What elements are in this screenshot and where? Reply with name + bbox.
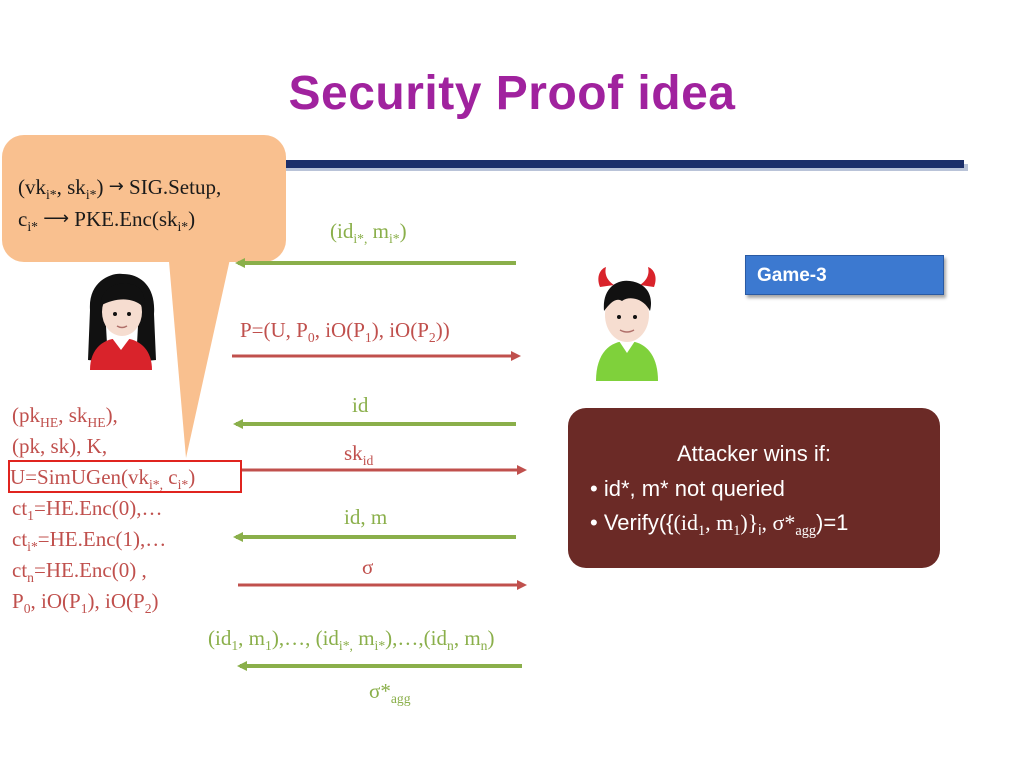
message-label-3: id	[352, 393, 369, 417]
param-line-6: ctn=HE.Enc(0) ,	[12, 558, 147, 585]
attacker-avatar-icon	[596, 267, 658, 381]
message-label-8: σ*agg	[369, 679, 411, 706]
param-line-5: cti*=HE.Enc(1),…	[12, 527, 167, 554]
message-label-5: id, m	[344, 505, 388, 529]
attacker-wins-title: Attacker wins if:	[676, 441, 832, 466]
message-label-1: (idi*, mi*)	[330, 219, 407, 246]
attacker-wins-box: Attacker wins if: • id*, m* not queried …	[568, 408, 940, 568]
condition-not-queried: • id*, m* not queried	[590, 476, 785, 501]
param-line-7: P0, iO(P1), iO(P2)	[12, 589, 159, 616]
setup-parameter-list: (pkHE, skHE), (pk, sk), K, U=SimUGen(vki…	[10, 400, 196, 617]
bubble-text: (vki*, ski*) → SIG.Setup, ci* ⟶ PKE.Enc(…	[18, 172, 221, 236]
message-label-4: skid	[344, 441, 374, 468]
game-label: Game-3	[745, 255, 944, 295]
param-line-4: ct1=HE.Enc(0),…	[12, 496, 163, 523]
param-line-2: (pk, sk), K,	[12, 434, 108, 458]
speech-bubble	[2, 135, 286, 262]
arrow-icon: →	[108, 176, 124, 197]
title-rule	[282, 160, 964, 168]
condition-verify: • Verify({(id1, m1)}i, σ*agg)=1	[590, 510, 849, 539]
param-line-3: U=SimUGen(vki*, ci*)	[10, 465, 196, 492]
slide-title: Security Proof idea	[288, 67, 736, 120]
long-arrow-icon: ⟶	[43, 208, 70, 229]
bubble-line-1: (vki*, ski*) → SIG.Setup,	[18, 172, 221, 204]
message-label-7: (id1, m1),…, (idi*, mi*),…,(idn, mn)	[208, 626, 495, 653]
challenger-avatar-icon	[88, 273, 156, 370]
param-line-1: (pkHE, skHE),	[12, 403, 118, 430]
simugen-highlight-box	[8, 460, 242, 493]
bubble-line-2: ci* ⟶ PKE.Enc(ski*)	[18, 204, 221, 236]
message-label-6: σ	[362, 555, 374, 579]
message-label-2: P=(U, P0, iO(P1), iO(P2))	[240, 318, 450, 345]
